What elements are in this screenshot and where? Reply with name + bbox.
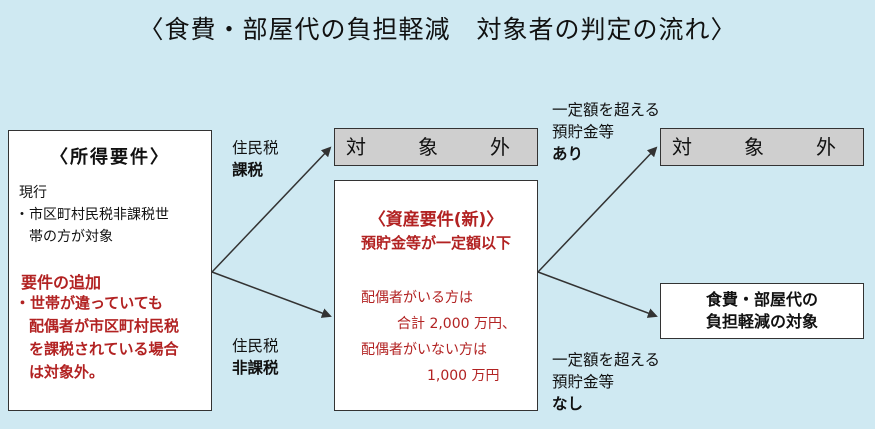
added-line1: ・世帯が違っていても <box>15 294 164 312</box>
current-line1: ・市区町村民税非課税世 <box>15 207 169 223</box>
untaxed-line2: 非課税 <box>232 359 279 377</box>
page-title: 〈食費・部屋代の負担軽減 対象者の判定の流れ〉 <box>138 15 737 44</box>
target-line1: 食費・部屋代の <box>705 290 818 309</box>
current-label: 現行 <box>19 185 47 201</box>
added-heading: 要件の追加 <box>21 273 102 292</box>
asset-heading: 〈資産要件(新)〉 <box>368 210 504 230</box>
added-line3: を課税されている場合 <box>29 340 179 358</box>
income-heading: 〈所得要件〉 <box>50 147 170 168</box>
arrow-to-excluded-right <box>537 146 658 273</box>
over-no-line1: 一定額を超える <box>552 351 661 369</box>
excluded-box-right: 対 象 外 <box>660 128 864 166</box>
arrow-to-target <box>537 271 658 318</box>
arrow-to-excluded-top <box>211 146 332 273</box>
added-line4: は対象外。 <box>29 363 105 381</box>
taxed-line1: 住民税 <box>232 139 279 157</box>
asset-line1: 配偶者がいる方は <box>361 290 473 306</box>
over-yes-line3: あり <box>552 145 584 163</box>
income-requirement-box: 〈所得要件〉 現行 ・市区町村民税非課税世 帯の方が対象 要件の追加 ・世帯が違… <box>8 130 212 411</box>
asset-requirement-box: 〈資産要件(新)〉 預貯金等が一定額以下 配偶者がいる方は 合計 2,000 万… <box>334 180 538 411</box>
asset-line3: 配偶者がいない方は <box>361 342 487 358</box>
taxed-line2: 課税 <box>232 161 264 179</box>
target-box: 食費・部屋代の 負担軽減の対象 <box>660 283 864 339</box>
excluded-box-top: 対 象 外 <box>334 128 538 166</box>
over-no-line3: なし <box>552 395 584 413</box>
asset-subheading: 預貯金等が一定額以下 <box>360 234 511 252</box>
over-yes-line1: 一定額を超える <box>552 101 661 119</box>
arrow-to-asset <box>211 271 332 318</box>
over-no-line2: 預貯金等 <box>552 373 615 391</box>
asset-line4: 1,000 万円 <box>427 368 500 384</box>
target-line2: 負担軽減の対象 <box>705 312 818 331</box>
over-yes-line2: 預貯金等 <box>552 123 615 141</box>
added-line2: 配偶者が市区町村民税 <box>29 317 180 335</box>
asset-line2: 合計 2,000 万円、 <box>397 316 516 332</box>
untaxed-line1: 住民税 <box>232 337 279 355</box>
current-line2: 帯の方が対象 <box>29 229 113 245</box>
